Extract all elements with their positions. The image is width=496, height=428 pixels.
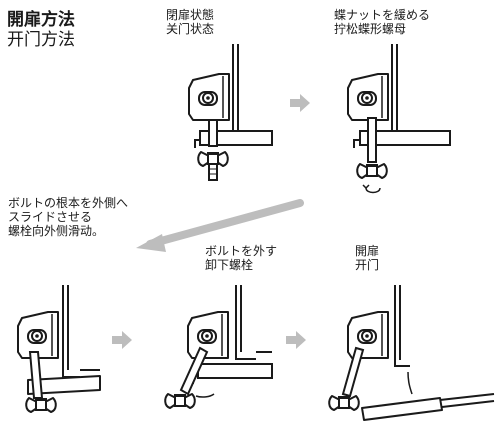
slide-note-line3: 螺栓向外侧滑动。 (8, 224, 105, 238)
step3-label-jp: ボルトを外す (205, 244, 278, 258)
title-chinese: 开门方法 (7, 30, 75, 50)
slide-note-line1: ボルトの根本を外側へ (8, 196, 129, 210)
step2-label-cn: 拧松蝶形螺母 (334, 22, 407, 36)
slide-direction-arrow (136, 199, 304, 252)
step1-label-jp: 閉扉状態 (166, 8, 215, 22)
arrow-step3b-to-step4 (286, 331, 306, 349)
step3a-illustration (17, 285, 101, 413)
step1-label-cn: 关门状态 (166, 22, 215, 36)
step3-label-cn: 卸下螺栓 (205, 258, 254, 272)
step4-label-cn: 开门 (355, 258, 380, 272)
step3b-illustration (164, 285, 273, 409)
step2-label-jp: 蝶ナットを緩める (334, 8, 431, 22)
arrow-step3a-to-step3b (112, 331, 132, 349)
step1-illustration (188, 44, 273, 181)
step2-illustration (347, 44, 451, 194)
title-japanese: 開扉方法 (7, 10, 75, 30)
step4-label-jp: 開扉 (355, 244, 380, 258)
arrow-step1-to-step2 (290, 94, 310, 112)
step4-illustration (328, 285, 495, 421)
slide-note-line2: スライドさせる (8, 210, 93, 224)
